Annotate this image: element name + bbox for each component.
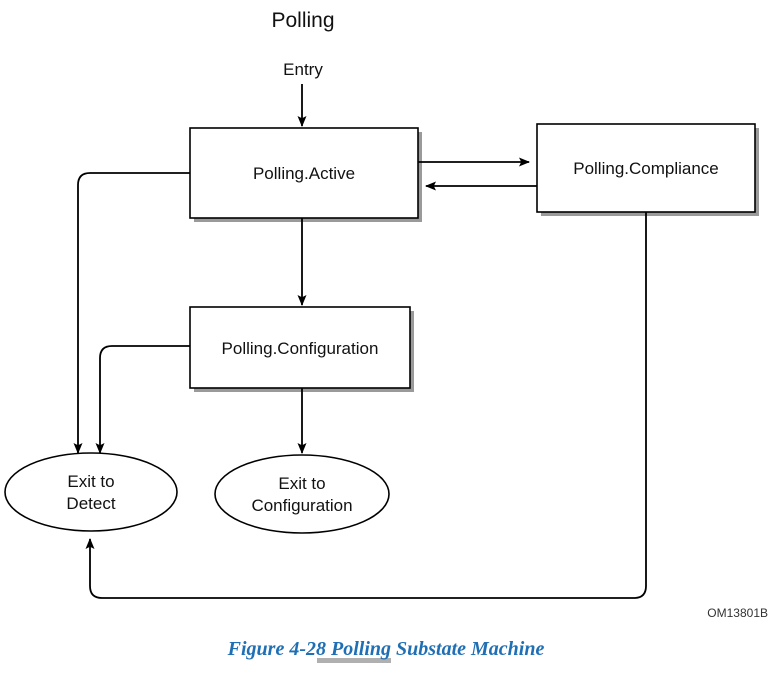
caption-highlight-underline [317, 658, 391, 663]
caption-highlight: Polling [330, 638, 391, 660]
entry-label: Entry [283, 60, 323, 79]
edge-compliance-to-exit-detect [85, 212, 647, 599]
figure-caption: Figure 4-28 Polling Substate Machine [227, 638, 545, 660]
edge-active-to-exit-detect [73, 172, 190, 454]
figure-id-label: OM13801B [707, 606, 768, 620]
state-box-polling-configuration [189, 306, 411, 389]
terminal-exit-to-detect [4, 452, 178, 532]
terminal-label-exit-to-detect-line1: Exit to [67, 472, 114, 491]
state-label-polling-active: Polling.Active [253, 164, 355, 183]
state-label-polling-compliance: Polling.Compliance [573, 159, 719, 178]
caption-prefix: Figure 4-28 [227, 638, 331, 660]
state-box-polling-compliance [536, 123, 756, 213]
terminal-label-exit-to-configuration-line2: Configuration [251, 496, 352, 515]
diagram-title: Polling [271, 9, 334, 32]
state-box-polling-active [189, 127, 419, 219]
state-label-polling-configuration: Polling.Configuration [222, 339, 379, 358]
caption-suffix: Substate Machine [391, 638, 544, 660]
terminal-label-exit-to-configuration-line1: Exit to [278, 474, 325, 493]
terminal-label-exit-to-detect-line2: Detect [66, 494, 115, 513]
edge-configuration-to-exit-detect [95, 345, 190, 454]
terminal-exit-to-configuration [214, 454, 390, 534]
